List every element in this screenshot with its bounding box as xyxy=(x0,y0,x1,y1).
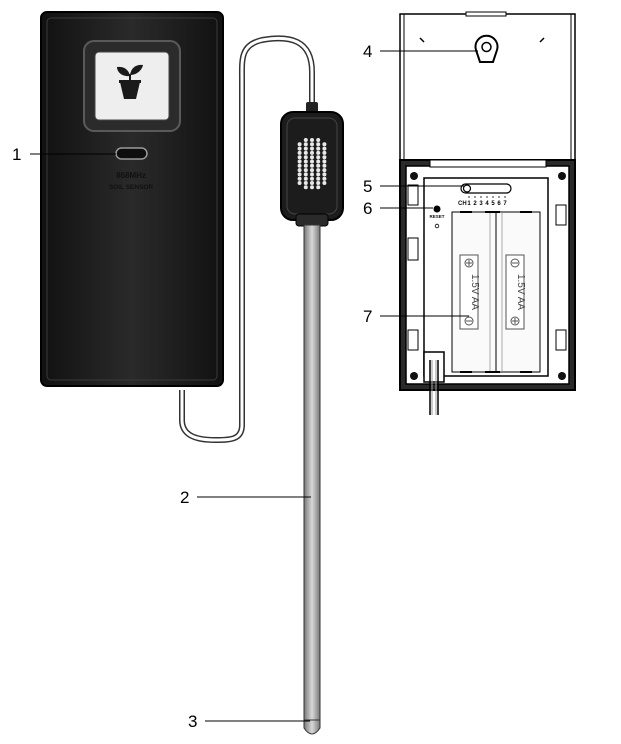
grip-dot xyxy=(322,142,327,147)
grip-dot xyxy=(316,163,321,168)
screw-holes xyxy=(410,172,566,380)
callout-7: 7 xyxy=(363,307,372,326)
battery-right: 1.5V AA xyxy=(505,254,526,330)
grip-dot xyxy=(297,159,302,164)
grip-dot xyxy=(322,159,327,164)
grip-dot xyxy=(297,168,302,173)
channel-number: 7 xyxy=(503,201,507,207)
grip-dot xyxy=(310,138,314,142)
callout-3: 3 xyxy=(188,712,197,731)
grip-dot xyxy=(310,185,314,190)
channel-number: 2 xyxy=(473,201,477,207)
sensor-probe xyxy=(280,102,344,735)
grip-dot xyxy=(316,185,321,190)
keyhole-icon xyxy=(474,34,499,63)
grip-dot xyxy=(322,181,327,185)
grip-dot xyxy=(310,176,314,181)
callout-6: 6 xyxy=(363,199,372,218)
reset-label: RESET xyxy=(429,214,444,219)
grip-dot xyxy=(303,168,308,173)
front-unit: 868MHz SOIL SENSOR xyxy=(40,11,224,387)
callout-5: 5 xyxy=(363,177,372,196)
battery-left: 1.5V AA xyxy=(459,254,480,330)
callout-4: 4 xyxy=(363,42,372,61)
grip-dot xyxy=(310,155,314,160)
grip-dot xyxy=(303,163,308,168)
grip-dot xyxy=(297,146,302,151)
grip-dot xyxy=(316,181,321,185)
grip-dot xyxy=(297,163,302,168)
grip-dot xyxy=(297,155,302,160)
plant-pot-icon xyxy=(117,64,143,99)
grip-dot xyxy=(322,176,327,181)
grip-dot xyxy=(316,146,321,151)
grip-dot xyxy=(322,155,327,160)
grip-dot xyxy=(303,155,308,160)
grip-dot xyxy=(310,172,314,177)
grip-dot xyxy=(322,146,327,151)
channel-number: 1 xyxy=(467,201,471,207)
grip-dot xyxy=(310,150,314,155)
grip-dot xyxy=(303,142,308,147)
channel-switch-knob[interactable] xyxy=(462,184,472,193)
grip-dot xyxy=(322,172,327,177)
grip-dot xyxy=(303,159,308,164)
grip-dot xyxy=(316,176,321,181)
grip-dot xyxy=(316,168,321,173)
grip-dot xyxy=(297,176,302,181)
grip-dot xyxy=(310,159,314,164)
grip-dot xyxy=(310,163,314,168)
grip-dot xyxy=(303,146,308,151)
channel-prefix-label: CH xyxy=(458,201,467,207)
probe-tip xyxy=(303,719,321,735)
grip-dot xyxy=(322,168,327,173)
channel-number: 4 xyxy=(485,201,489,207)
grip-dot xyxy=(316,150,321,155)
grip-dot xyxy=(297,150,302,155)
channel-number: 6 xyxy=(497,201,501,207)
grip-dot xyxy=(310,146,314,151)
frequency-label: 868MHz xyxy=(116,171,146,180)
callout-lines xyxy=(30,50,478,722)
product-name-label: SOIL SENSOR xyxy=(109,184,154,191)
grip-dot xyxy=(303,176,308,181)
led-indicator xyxy=(115,147,148,160)
grip-dot xyxy=(322,163,327,168)
grip-dot xyxy=(297,142,302,147)
battery-left-label: 1.5V AA xyxy=(469,274,480,310)
grip-dot xyxy=(303,138,308,142)
grip-dot xyxy=(316,138,321,142)
grip-dot xyxy=(316,172,321,177)
grip-dot xyxy=(303,150,308,155)
grip-dot xyxy=(316,142,321,147)
grip-dot xyxy=(297,172,302,177)
channel-switch[interactable] xyxy=(460,183,512,194)
callout-2: 2 xyxy=(180,488,189,507)
grip-dot xyxy=(310,181,314,185)
grip-dot xyxy=(316,159,321,164)
battery-right-label: 1.5V AA xyxy=(515,274,526,310)
channel-number: 3 xyxy=(479,201,483,207)
grip-dot xyxy=(310,142,314,147)
grip-dot xyxy=(322,150,327,155)
grip-texture xyxy=(297,138,327,190)
probe-shaft xyxy=(303,224,321,724)
grip-dot xyxy=(303,181,308,185)
callout-1: 1 xyxy=(12,145,21,164)
grip-dot xyxy=(303,185,308,190)
channel-number: 5 xyxy=(491,201,495,207)
channel-ticks xyxy=(468,196,506,198)
grip-dot xyxy=(310,168,314,173)
sensor-cable xyxy=(179,35,315,444)
grip-dot xyxy=(297,181,302,185)
grip-dot xyxy=(303,172,308,177)
grip-dot xyxy=(316,155,321,160)
reset-button[interactable] xyxy=(433,205,441,213)
